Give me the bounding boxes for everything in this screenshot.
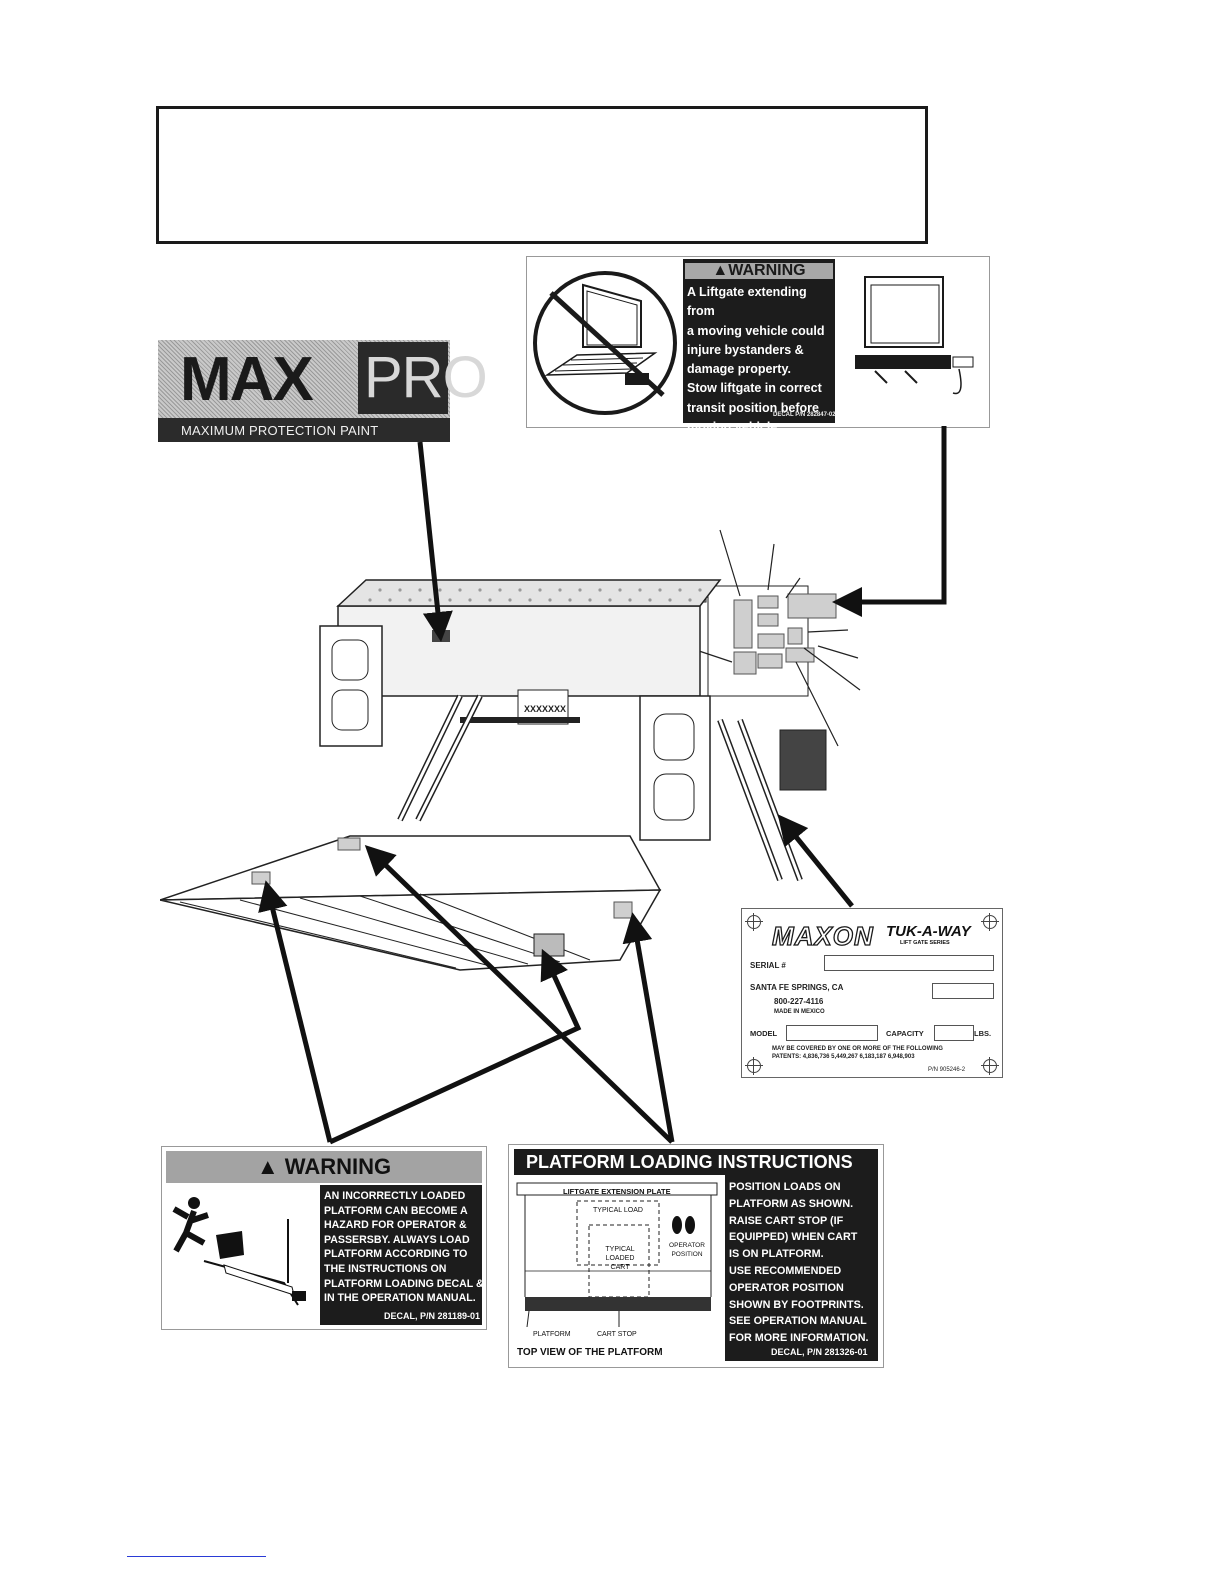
platform-warning-header: ▲ WARNING (166, 1151, 482, 1183)
maxpro-pro-text: PRO (364, 345, 488, 410)
mounting-hole-icon (745, 913, 763, 931)
model-label: MODEL (750, 1029, 778, 1038)
loading-instructions-text: POSITION LOADS ON PLATFORM AS SHOWN. RAI… (729, 1181, 869, 1345)
operator-position-label: OPERATOR POSITION (669, 1242, 705, 1258)
phone-text: 800-227-4116 (774, 997, 824, 1006)
top-view-label: TOP VIEW OF THE PLATFORM (517, 1347, 663, 1358)
warning-triangle-icon: ▲ (256, 1154, 279, 1179)
loading-instructions-part-number: DECAL, P/N 281326-01 (771, 1347, 868, 1357)
transit-warning-header: ▲WARNING (685, 263, 833, 279)
series-name: TUK-A-WAY (886, 923, 971, 940)
footer-divider (127, 1556, 266, 1557)
warning-triangle-icon: ▲ (712, 262, 729, 279)
series-subtitle: LIFT GATE SERIES (900, 940, 950, 946)
capacity-field (934, 1025, 974, 1041)
model-field (786, 1025, 878, 1041)
platform-label: PLATFORM (533, 1331, 571, 1338)
typical-cart-label: TYPICAL LOADED CART (605, 1246, 635, 1271)
stowed-liftgate-illustration (855, 276, 974, 395)
platform-warning-part-number: DECAL, P/N 281189-01 (384, 1311, 481, 1321)
maxpro-subtitle: MAXIMUM PROTECTION PAINT (181, 423, 379, 438)
transit-warning-panel (683, 259, 835, 423)
maxpro-decal: MAX PRO MAXIMUM PROTECTION PAINT (158, 340, 488, 442)
extension-plate-label: LIFTGATE EXTENSION PLATE (563, 1187, 671, 1196)
loading-instructions-title: PLATFORM LOADING INSTRUCTIONS (514, 1149, 878, 1175)
platform-warning-panel (320, 1185, 482, 1325)
liftgate-drawing: XXXXXXX (160, 529, 861, 971)
maxpro-max-text: MAX (180, 345, 314, 414)
platform-warning-text: AN INCORRECTLY LOADED PLATFORM CAN BECOM… (324, 1190, 484, 1305)
header-box (156, 106, 928, 244)
made-in-text: MADE IN MEXICO (774, 1009, 825, 1015)
serial-label: SERIAL # (750, 961, 786, 970)
mounting-hole-icon (981, 913, 999, 931)
mounting-hole-icon (981, 1057, 999, 1075)
plate-part-number: P/N 905246-2 (928, 1067, 966, 1073)
falling-load-illustration (172, 1197, 306, 1306)
typical-load-label: TYPICAL LOAD (593, 1207, 643, 1214)
lbs-label: LBS. (974, 1029, 992, 1038)
date-field (932, 983, 994, 999)
maxon-logo: MAXON (771, 920, 874, 951)
patents-text-2: PATENTS: 4,836,736 5,449,267 6,183,187 6… (772, 1054, 915, 1060)
maxpro-pro-box: PRO (358, 342, 488, 414)
serial-plate: MAXON TUK-A-WAY LIFT GATE SERIES SERIAL … (741, 908, 1003, 1078)
patents-text-1: MAY BE COVERED BY ONE OR MORE OF THE FOL… (772, 1046, 943, 1052)
mounting-hole-icon (745, 1057, 763, 1075)
serial-field (824, 955, 994, 971)
transit-warning-text: A Liftgate extending from a moving vehic… (687, 285, 825, 435)
city-text: SANTA FE SPRINGS, CA (750, 983, 844, 992)
loading-instructions-decal: PLATFORM LOADING INSTRUCTIONS LIFTGATE E… (508, 1144, 884, 1368)
no-extend-illustration (533, 271, 677, 415)
transit-warning-decal: ▲WARNING A Liftgate extending from a mov… (526, 256, 990, 434)
platform-top-view (516, 1182, 718, 1328)
transit-warning-part-number: DECAL P/N 282847-02 (773, 412, 836, 418)
center-plate-text: XXXXXXX (524, 704, 566, 714)
loading-instructions-panel (725, 1175, 878, 1361)
cart-stop-label: CART STOP (597, 1331, 637, 1338)
platform-warning-decal: ▲ WARNING AN INCORRECTLY LOADED PLATFORM… (161, 1146, 487, 1330)
capacity-label: CAPACITY (886, 1029, 924, 1038)
